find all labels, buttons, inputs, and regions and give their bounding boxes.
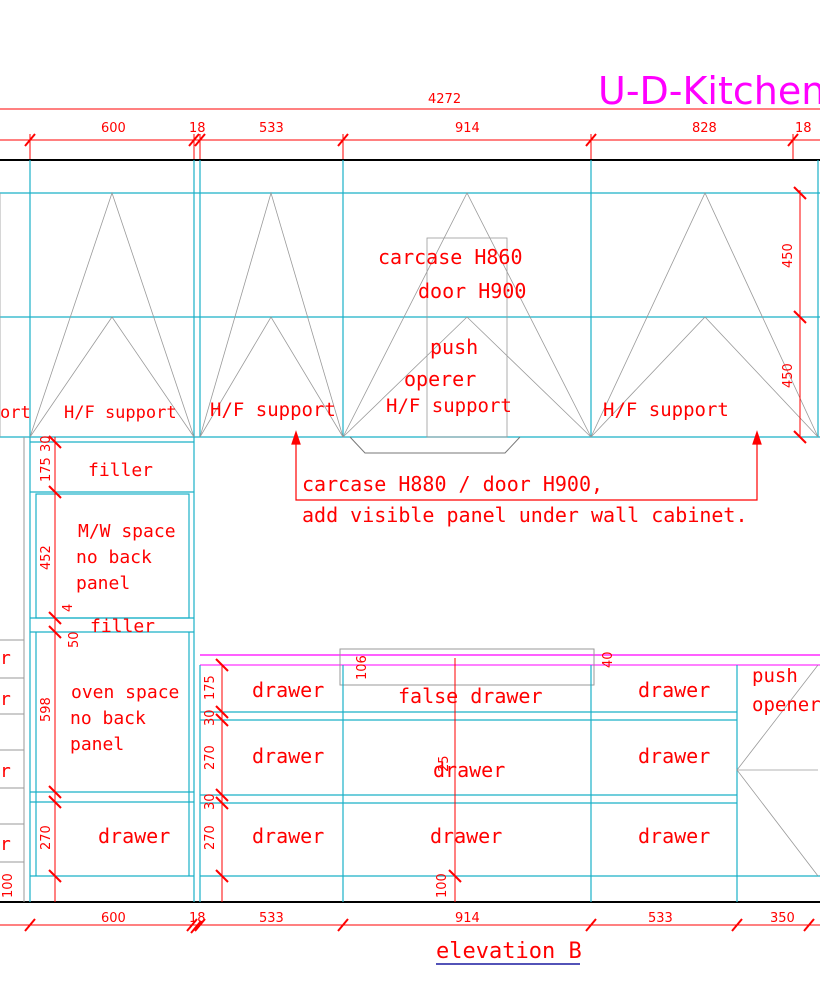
top-dimension-ticks [24, 133, 799, 147]
base-col1-drawer-top: drawer [252, 678, 324, 702]
tall-drawer-label: drawer [98, 824, 170, 848]
dim-top-533: 533 [259, 121, 284, 136]
tall-filler-top: filler [88, 460, 153, 481]
push-label: push [430, 335, 478, 359]
note-line-2: add visible panel under wall cabinet. [302, 503, 748, 527]
tall-dim-30: 30 [39, 435, 54, 452]
left-cut-label-1: r [0, 648, 11, 669]
base-col4-push: push [752, 665, 798, 687]
dim-top-600: 600 [101, 121, 126, 136]
base-dim-270b: 270 [203, 825, 218, 850]
base-dim-30a: 30 [203, 709, 218, 726]
left-cut-label-3: r [0, 761, 11, 782]
dim-top-828: 828 [692, 121, 717, 136]
tall-dim-598: 598 [39, 697, 54, 722]
base-dim-30b: 30 [203, 793, 218, 810]
dim-bottom-350: 350 [770, 911, 795, 926]
dim-bottom-600: 600 [101, 911, 126, 926]
base-dim-100: 100 [435, 873, 450, 898]
left-cut-label-4: r [0, 834, 11, 855]
base-col2-false-drawer: false drawer [398, 684, 543, 708]
dim-wall-upper: 450 [781, 243, 796, 268]
base-dim-ticks [215, 658, 462, 883]
tall-filler-mid: filler [90, 616, 155, 637]
base-dim-175: 175 [203, 675, 218, 700]
mw-space-line-1: M/W space [78, 521, 176, 542]
tall-dim-175: 175 [39, 457, 54, 482]
base-col1-drawer-bottom: drawer [252, 824, 324, 848]
base-dim-270: 270 [203, 745, 218, 770]
base-units [199, 665, 820, 902]
dim-bottom-18: 18 [189, 911, 206, 926]
tall-dim-4: 4 [61, 604, 76, 612]
mw-space-line-3: panel [76, 573, 130, 594]
dim-bottom-533: 533 [259, 911, 284, 926]
base-dims [221, 658, 456, 902]
brand-title: U-D-Kitchen [598, 69, 820, 113]
base-dim-25: 25 [437, 755, 452, 772]
dim-top-18b: 18 [795, 121, 812, 136]
base-col4-opener: opener [752, 694, 820, 716]
wall-door-swing-lines [0, 191, 819, 438]
base-col3-drawer-bottom: drawer [638, 824, 710, 848]
note-line-1: carcase H880 / door H900, [302, 472, 603, 496]
dim-top-18a: 18 [189, 121, 206, 136]
tall-unit-ticks [48, 435, 62, 883]
dim-top-914: 914 [455, 121, 480, 136]
support-label-3: H/F support [386, 395, 512, 417]
support-label-4: H/F support [603, 399, 729, 421]
elevation-caption: elevation B [436, 939, 582, 964]
tall-dim-452: 452 [39, 545, 54, 570]
tall-dim-100: 100 [1, 873, 16, 898]
support-label-2: H/F support [210, 399, 336, 421]
wall-height-ticks [793, 186, 807, 444]
oven-space-line-2: no back [70, 708, 146, 729]
dim-bottom-914: 914 [455, 911, 480, 926]
support-label-cut: ort [0, 403, 31, 423]
oven-space-line-1: oven space [71, 682, 179, 703]
base-dim-106: 106 [355, 655, 370, 680]
base-col3-drawer-top: drawer [638, 678, 710, 702]
door-label: door H900 [418, 279, 526, 303]
top-dimension-chain [0, 108, 820, 160]
carcase-label: carcase H860 [378, 245, 523, 269]
tall-unit [30, 441, 194, 877]
base-col2-drawer-mid: drawer [433, 758, 505, 782]
note-leader [291, 430, 762, 501]
bottom-dimension-ticks [24, 918, 815, 934]
base-dim-40: 40 [601, 651, 616, 668]
dim-overall-width: 4272 [428, 92, 461, 107]
base-col2-drawer-bottom: drawer [430, 824, 502, 848]
base-col1-drawer-mid: drawer [252, 744, 324, 768]
support-label-1: H/F support [64, 403, 177, 423]
base-door-swing-lines [736, 664, 819, 877]
dim-wall-lower: 450 [781, 363, 796, 388]
tall-dim-270: 270 [39, 825, 54, 850]
dim-bottom-533b: 533 [648, 911, 673, 926]
base-col3-drawer-mid: drawer [638, 744, 710, 768]
left-cut-column [0, 437, 25, 902]
oven-space-line-3: panel [70, 734, 124, 755]
wall-cabinets [0, 160, 820, 902]
mw-space-line-2: no back [76, 547, 152, 568]
tall-dim-50: 50 [67, 631, 82, 648]
left-cut-label-2: r [0, 689, 11, 710]
range-hood [349, 436, 521, 454]
countertop [200, 648, 820, 686]
opener-label: operer [404, 367, 476, 391]
